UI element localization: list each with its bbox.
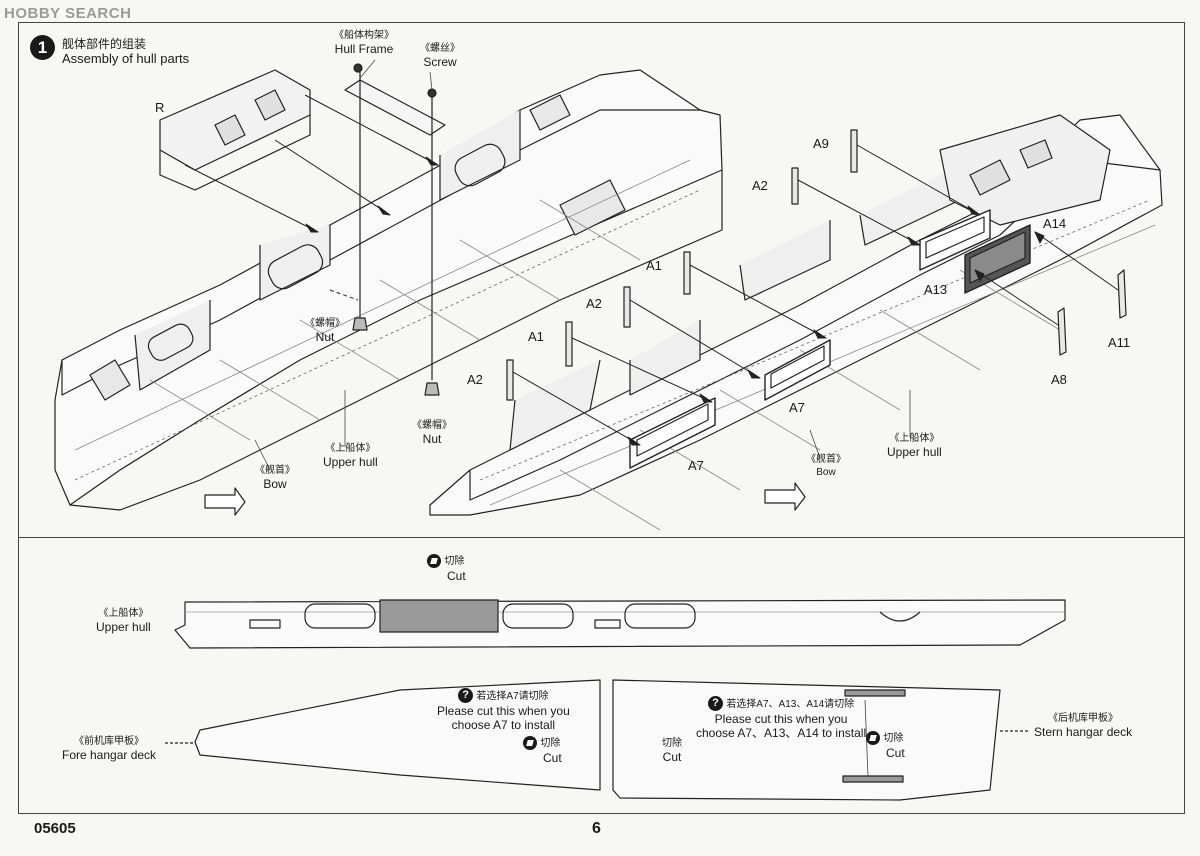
bow-arrow-right [764, 482, 806, 511]
part-label-a7: A7 [688, 458, 704, 473]
cut-stern-left-callout: 切除 Cut [662, 738, 682, 764]
question-icon: ? [707, 696, 723, 712]
part-label-a9: A9 [813, 136, 829, 151]
cut-stern-right-cn: 切除 [883, 733, 904, 744]
upper-hull-side-en: Upper hull [96, 620, 151, 634]
part-label-a2: A2 [467, 372, 483, 387]
screw-callout: 《螺丝》 Screw [420, 43, 460, 69]
hull-frame-en: Hull Frame [334, 42, 394, 56]
kit-code: 05605 [34, 820, 76, 837]
part-r-illustration [159, 69, 311, 191]
upper-hull-side-view [174, 599, 1066, 649]
page-number: 6 [592, 820, 601, 837]
part-label-a7: A7 [789, 400, 805, 415]
note-a13-en-2: choose A7、A13、A14 to install [696, 726, 867, 740]
nut2-en: Nut [422, 432, 442, 446]
part-label-a14: A14 [1043, 216, 1067, 231]
stern-deck-cn: 《后机库甲板》 [1048, 713, 1119, 724]
cut-fore-callout: 切除 Cut [523, 735, 562, 765]
screw-en: Screw [423, 55, 457, 69]
note-a7-cn: 若选择A7请切除 [476, 691, 549, 702]
stern-deck-en: Stern hangar deck [1034, 725, 1133, 739]
upper-hull-left-en: Upper hull [323, 455, 378, 469]
part-label-a13: A13 [924, 282, 948, 297]
part-label-a11: A11 [1108, 335, 1131, 350]
fore-hangar-deck-view [165, 679, 601, 791]
section-divider [18, 537, 1185, 538]
bow-left-callout: 《舰首》 Bow [255, 465, 295, 491]
question-icon: ? [458, 688, 474, 704]
nut1-en: Nut [315, 330, 335, 344]
upper-hull-right-callout: 《上船体》 Upper hull [887, 433, 942, 459]
screw-cn: 《螺丝》 [420, 43, 460, 54]
note-a7-en-2: choose A7 to install [451, 718, 556, 732]
hull-frame-callout: 《船体构架》 Hull Frame [334, 30, 394, 56]
bow-arrow-left [204, 487, 246, 516]
cut-stern-left-cn: 切除 [662, 738, 682, 749]
cut-fore-cn: 切除 [540, 738, 561, 749]
bow-right-cn: 《舰首》 [806, 454, 846, 465]
hull-frame-cn: 《船体构架》 [334, 30, 394, 41]
upper-hull-side-cn: 《上船体》 [98, 608, 149, 619]
note-a7: ? 若选择A7请切除 Please cut this when you choo… [437, 688, 570, 732]
upper-hull-right-en: Upper hull [887, 445, 942, 459]
part-label-a1: A1 [646, 258, 662, 273]
part-label-r: R [155, 100, 165, 115]
nut-callout-2: 《螺帽》 Nut [412, 420, 452, 446]
part-label-a1: A1 [528, 329, 544, 344]
bow-right-callout: 《舰首》 Bow [806, 454, 846, 480]
part-label-a2: A2 [752, 178, 768, 193]
nut2-cn: 《螺帽》 [412, 420, 452, 431]
note-a13-en-1: Please cut this when you [714, 712, 848, 726]
step-title-en: Assembly of hull parts [62, 51, 190, 66]
nut-callout-1: 《螺帽》 Nut [305, 318, 345, 344]
bow-left-cn: 《舰首》 [255, 465, 295, 476]
upper-hull-right-cn: 《上船体》 [889, 433, 940, 444]
nut1-cn: 《螺帽》 [305, 318, 345, 329]
note-a13: ? 若选择A7、A13、A14请切除 Please cut this when … [696, 696, 866, 740]
part-label-a2: A2 [586, 296, 602, 311]
left-upper-hull-illustration [54, 69, 723, 511]
stern-hangar-deck-callout: 《后机库甲板》 Stern hangar deck [1034, 713, 1132, 739]
strip-parts [506, 129, 1127, 401]
cut-stern-left-en: Cut [662, 750, 682, 764]
upper-hull-left-cn: 《上船体》 [325, 443, 376, 454]
cut-icon [523, 735, 537, 750]
note-a7-en-1: Please cut this when you [437, 704, 570, 718]
cut-top-callout: 切除 Cut [427, 553, 466, 583]
cut-stern-right-en: Cut [886, 746, 905, 760]
cut-stern-right-callout: 切除 Cut [866, 730, 905, 760]
cut-top-en: Cut [447, 569, 466, 583]
watermark: HOBBY SEARCH [4, 5, 132, 22]
cut-icon [427, 553, 441, 568]
fore-hangar-deck-callout: 《前机库甲板》 Fore hangar deck [62, 736, 156, 762]
fore-deck-cn: 《前机库甲板》 [74, 736, 145, 747]
bow-left-en: Bow [263, 477, 287, 491]
fore-deck-en: Fore hangar deck [62, 748, 157, 762]
cut-icon [866, 730, 880, 745]
right-arrows [512, 144, 1119, 446]
stern-hangar-deck-view [612, 679, 1030, 801]
cut-fore-en: Cut [543, 751, 562, 765]
part-label-a8: A8 [1051, 372, 1067, 387]
step-number-badge: 1 [30, 35, 55, 60]
upper-hull-left-callout: 《上船体》 Upper hull [323, 443, 378, 469]
bow-right-en: Bow [816, 467, 836, 478]
page-frame [18, 22, 1185, 814]
leader-lines [254, 59, 911, 471]
upper-hull-side-callout: 《上船体》 Upper hull [96, 608, 151, 634]
left-arrows [184, 94, 439, 301]
step-title-cn: 舰体部件的组装 [62, 37, 147, 51]
cut-top-cn: 切除 [444, 556, 465, 567]
note-a13-cn: 若选择A7、A13、A14请切除 [726, 699, 855, 710]
